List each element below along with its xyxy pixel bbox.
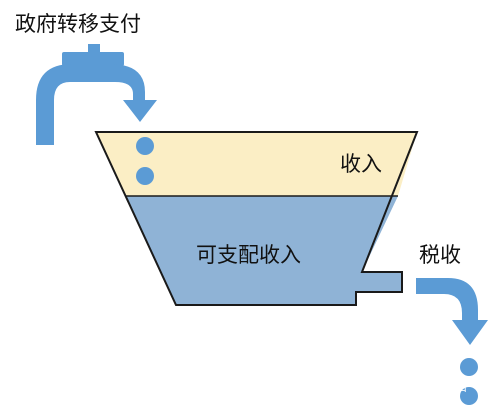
income-label: 收入: [340, 152, 382, 176]
watermark: 知乎用户: [412, 383, 468, 400]
transfer-label: 政府转移支付: [15, 12, 141, 36]
drain-pipe-icon: [416, 278, 488, 345]
tax-label: 税收: [419, 243, 461, 267]
water-drop-icon: [460, 387, 478, 405]
water-drop-icon: [136, 137, 154, 155]
tank-outline: [94, 131, 419, 306]
disposable-income-label: 可支配收入: [196, 243, 301, 267]
disposable-income-region: [126, 196, 402, 305]
income-region: [96, 132, 417, 196]
faucet-pipe-icon: [36, 44, 157, 145]
water-drop-icon: [136, 167, 154, 185]
water-drop-icon: [460, 358, 478, 376]
